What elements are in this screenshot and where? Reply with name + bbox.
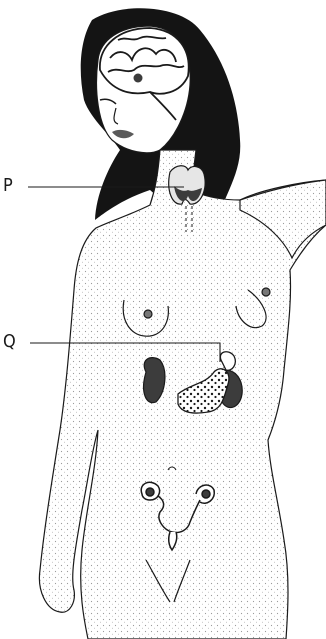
label-p: P (3, 177, 13, 195)
label-q: Q (3, 333, 16, 351)
nipple-left (144, 310, 152, 318)
pituitary-gland (134, 74, 143, 83)
right-ovary (202, 490, 210, 498)
left-ovary (146, 488, 154, 496)
nipple-right (262, 288, 270, 296)
